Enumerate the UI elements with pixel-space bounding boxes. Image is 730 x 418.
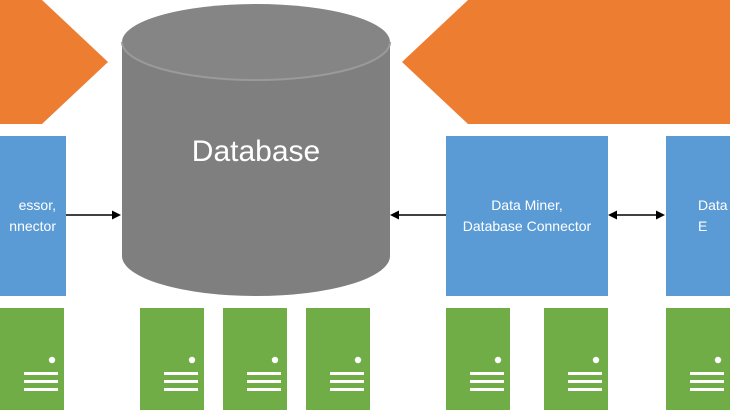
server-icon xyxy=(446,308,510,410)
right-partial-label: Data E xyxy=(698,197,728,234)
arrow-to-database-left xyxy=(66,210,121,220)
processor-connector-box: essor, nnector xyxy=(0,136,66,296)
bidirectional-arrow xyxy=(608,210,665,220)
right-partial-box: Data E xyxy=(666,136,730,296)
server-row xyxy=(0,308,730,410)
arrow-to-database-right xyxy=(390,210,446,220)
right-chevron-arrow xyxy=(402,0,730,124)
database-label: Database xyxy=(191,135,321,168)
data-miner-connector-box: Data Miner, Database Connector xyxy=(446,136,608,296)
server-icon xyxy=(544,308,608,410)
database-cylinder-icon xyxy=(121,4,391,296)
processor-connector-label: essor, nnector xyxy=(9,197,56,234)
left-chevron-arrow xyxy=(0,0,108,124)
server-icon xyxy=(140,308,204,410)
server-icon xyxy=(666,308,730,410)
server-icon xyxy=(223,308,287,410)
server-icon xyxy=(306,308,370,410)
server-icon xyxy=(0,308,64,410)
data-miner-connector-label: Data Miner, Database Connector xyxy=(462,197,592,234)
